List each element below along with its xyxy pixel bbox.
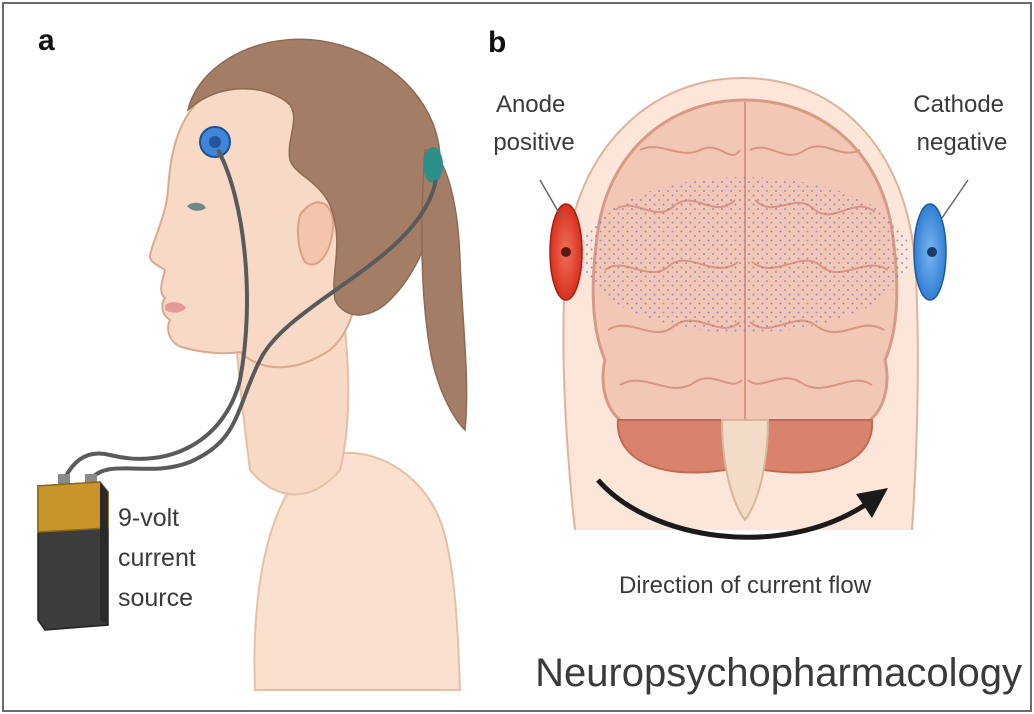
electrode-icon [200,127,230,157]
panel-b-letter: b [488,26,506,59]
battery-icon [38,474,108,630]
current-flow-label: Direction of current flow [619,572,872,599]
anode-electrode [550,204,582,300]
journal-name: Neuropsychopharmacology [535,651,1022,695]
cathode-electrode [914,204,946,300]
back-electrode [423,147,443,183]
current-field [580,177,910,333]
panel-a-letter: a [38,24,55,57]
